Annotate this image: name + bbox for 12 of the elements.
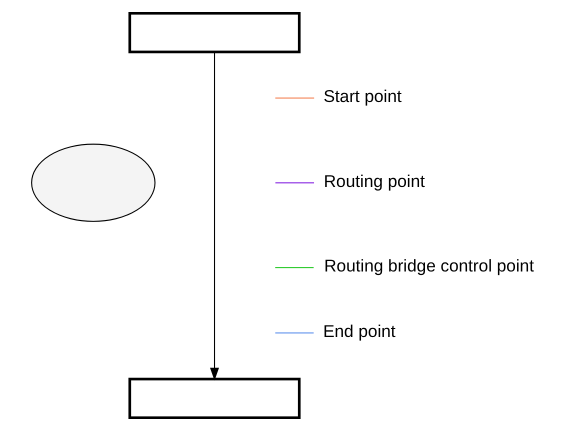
node-text: End point <box>322 320 396 341</box>
node-text: Start point <box>322 86 402 106</box>
connector <box>274 332 314 333</box>
connector <box>274 266 314 268</box>
node-text: Routing point <box>323 170 424 190</box>
node-text: Routing bridge control point <box>324 255 534 276</box>
connector <box>274 97 314 98</box>
arrow <box>210 52 219 380</box>
connector <box>274 182 314 183</box>
node-box <box>128 377 300 419</box>
node-box <box>128 11 300 53</box>
node-ellipse <box>30 143 156 222</box>
